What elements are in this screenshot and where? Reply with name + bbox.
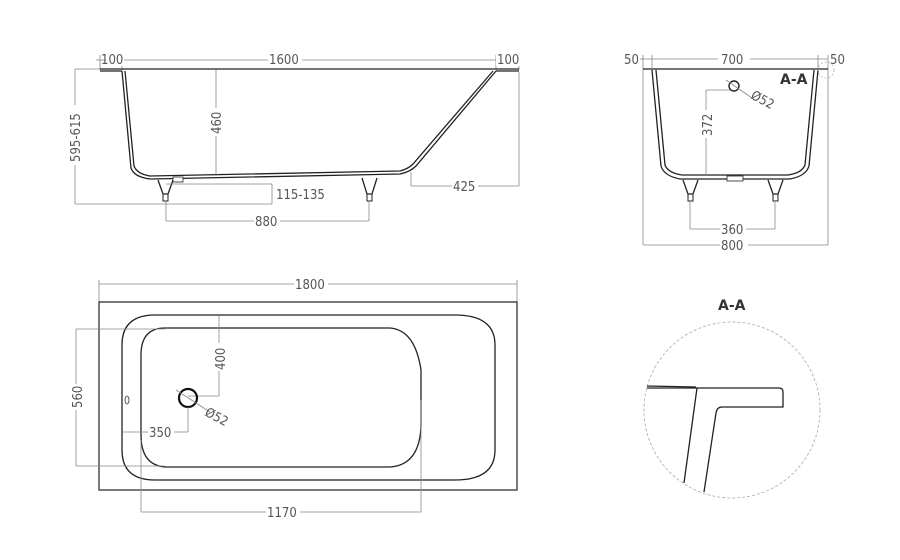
dim-depth: 460 (210, 112, 225, 134)
dim-drain-diameter: Ø52 (202, 405, 230, 430)
dim-total-height: 595-615 (69, 113, 84, 162)
side-view: 100 1600 100 595-615 460 115-135 (66, 52, 520, 230)
dim-end-rim-left: 50 (624, 53, 639, 68)
dim-end-leg-spacing: 360 (721, 223, 743, 238)
dim-overflow-diameter: Ø52 (748, 88, 776, 113)
detail-title: A-A (718, 298, 746, 314)
detail-view: A-A (643, 298, 821, 499)
dim-rim-right: 100 (497, 53, 519, 68)
dim-rim-left: 100 (101, 53, 123, 68)
dim-basin-length: 1170 (267, 506, 297, 521)
dim-leg-spacing: 880 (255, 215, 277, 230)
dim-end-rim-right: 50 (830, 53, 845, 68)
top-view: 1800 560 400 Ø52 350 1170 (68, 277, 518, 521)
dim-overflow-height: 372 (701, 114, 716, 136)
end-view: 50 700 50 Ø52 372 A-A 360 (624, 52, 845, 254)
dim-inner-length: 1600 (269, 53, 299, 68)
dim-overflow-offset: 400 (214, 348, 229, 370)
section-marker: A-A (780, 72, 808, 88)
dim-slope-offset: 425 (453, 180, 475, 195)
dim-drain-offset: 350 (149, 426, 171, 441)
dim-leg-height: 115-135 (276, 188, 325, 203)
dim-width: 560 (71, 386, 86, 408)
dim-inner-width: 700 (721, 53, 743, 68)
dim-total-width: 800 (721, 239, 743, 254)
dim-total-length: 1800 (295, 278, 325, 293)
